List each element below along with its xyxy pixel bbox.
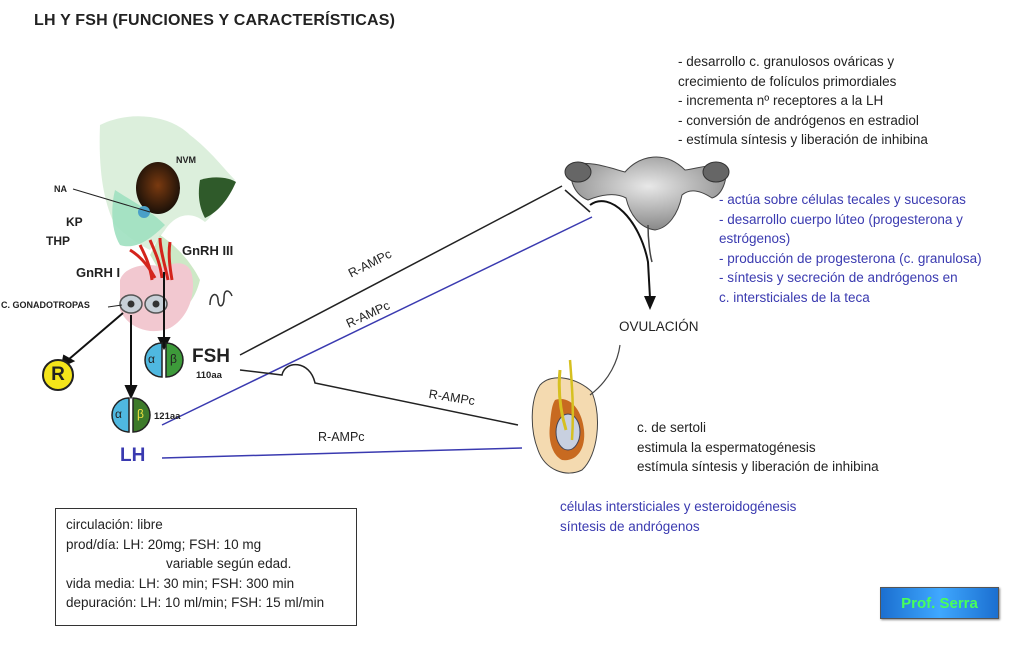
- fsh-aa-label: 110aa: [196, 370, 222, 381]
- gnrh-neurons: [129, 237, 174, 281]
- fsh-label: FSH: [192, 346, 230, 367]
- fsh-ovary-line: - desarrollo c. granulosos ováricas y: [678, 54, 895, 69]
- nvm-label: NVM: [176, 155, 196, 165]
- testis-illustration: [531, 344, 621, 474]
- page-title: LH Y FSH (FUNCIONES Y CARACTERÍSTICAS): [34, 12, 396, 29]
- fsh-ovary-line: - conversión de andrógenos en estradiol: [678, 112, 919, 128]
- na-label: NA: [54, 184, 67, 194]
- pulse-wave-icon: [209, 290, 233, 307]
- author-badge: Prof. Serra: [880, 587, 999, 619]
- fsh-ovary-line: - estímula síntesis y liberación de inhi…: [678, 132, 928, 147]
- lh-ovary-line: - producción de progesterona (c. granulo…: [719, 250, 982, 266]
- r-label: R: [51, 364, 65, 385]
- fsh-ovary-effects: - desarrollo c. granulosos ováricas y cr…: [678, 52, 928, 150]
- fsh-testis-line: c. de sertoli: [637, 420, 707, 435]
- hypothalamus-pituitary-illustration: [72, 116, 236, 332]
- info-clearance: depuración: LH: 10 ml/min; FSH: 15 ml/mi…: [66, 595, 325, 610]
- fsh-testis-line: estímula síntesis y liberación de inhibi…: [637, 459, 879, 474]
- r-badge: [42, 359, 74, 391]
- lh-ovary-line: c. intersticiales de la teca: [719, 289, 870, 305]
- gnrh3-label: GnRH III: [182, 243, 234, 258]
- characteristics-box: circulación: libre prod/día: LH: 20mg; F…: [55, 508, 357, 626]
- fsh-testis-effects: c. de sertoli estimula la espermatogénes…: [637, 418, 879, 477]
- fsh-alpha-label: α: [148, 352, 155, 366]
- pathway-lines: [161, 185, 593, 459]
- pathway-label-lh-testis: R-AMPc: [318, 430, 365, 444]
- lh-beta-label: β: [137, 407, 144, 421]
- lh-testis-effects: células intersticiales y esteroidogénesi…: [560, 497, 796, 536]
- lh-alpha-label: α: [115, 407, 122, 421]
- fsh-testis-line: estimula la espermatogénesis: [637, 439, 816, 455]
- uterus-ovaries-illustration: [564, 156, 730, 263]
- fsh-beta-label: β: [170, 352, 177, 366]
- lh-ovary-line: estrógenos): [719, 231, 791, 246]
- lh-ovary-line: - actúa sobre células tecales y sucesora…: [719, 192, 966, 207]
- lh-ovary-line: - síntesis y secreción de andrógenos en: [719, 270, 958, 285]
- fsh-dimer-icon: [144, 342, 184, 378]
- info-half-life: vida media: LH: 30 min; FSH: 300 min: [66, 575, 295, 591]
- ovulation-arrow: [589, 200, 656, 310]
- ovulation-label: OVULACIÓN: [619, 319, 699, 334]
- gonadotropas-pointer: [107, 304, 123, 308]
- lh-aa-label: 121aa: [154, 411, 181, 422]
- gnrh1-label: GnRH I: [76, 265, 121, 280]
- fsh-ovary-line: - incrementa nº receptores a la LH: [678, 93, 884, 108]
- info-variable: variable según edad.: [166, 556, 292, 571]
- gonadotropas-label: C. GONADOTROPAS: [1, 300, 90, 310]
- lh-ovary-line: - desarrollo cuerpo lúteo (progesterona …: [719, 211, 963, 227]
- lh-label: LH: [120, 445, 146, 466]
- lh-testis-line: células intersticiales y esteroidogénesi…: [560, 499, 797, 514]
- info-circulation: circulación: libre: [66, 517, 163, 532]
- na-pointer: [72, 188, 151, 213]
- thp-label: THP: [46, 234, 70, 248]
- nvm-nucleus: [136, 162, 180, 214]
- fsh-ovary-line: crecimiento de folículos primordiales: [678, 73, 897, 89]
- gonadotroph-cells: [119, 294, 168, 314]
- info-production: prod/día: LH: 20mg; FSH: 10 mg: [66, 536, 262, 552]
- lh-testis-line: síntesis de andrógenos: [560, 518, 700, 534]
- kp-label: KP: [66, 215, 83, 229]
- lh-ovary-effects: - actúa sobre células tecales y sucesora…: [719, 190, 982, 307]
- lh-dimer-icon: [111, 397, 151, 433]
